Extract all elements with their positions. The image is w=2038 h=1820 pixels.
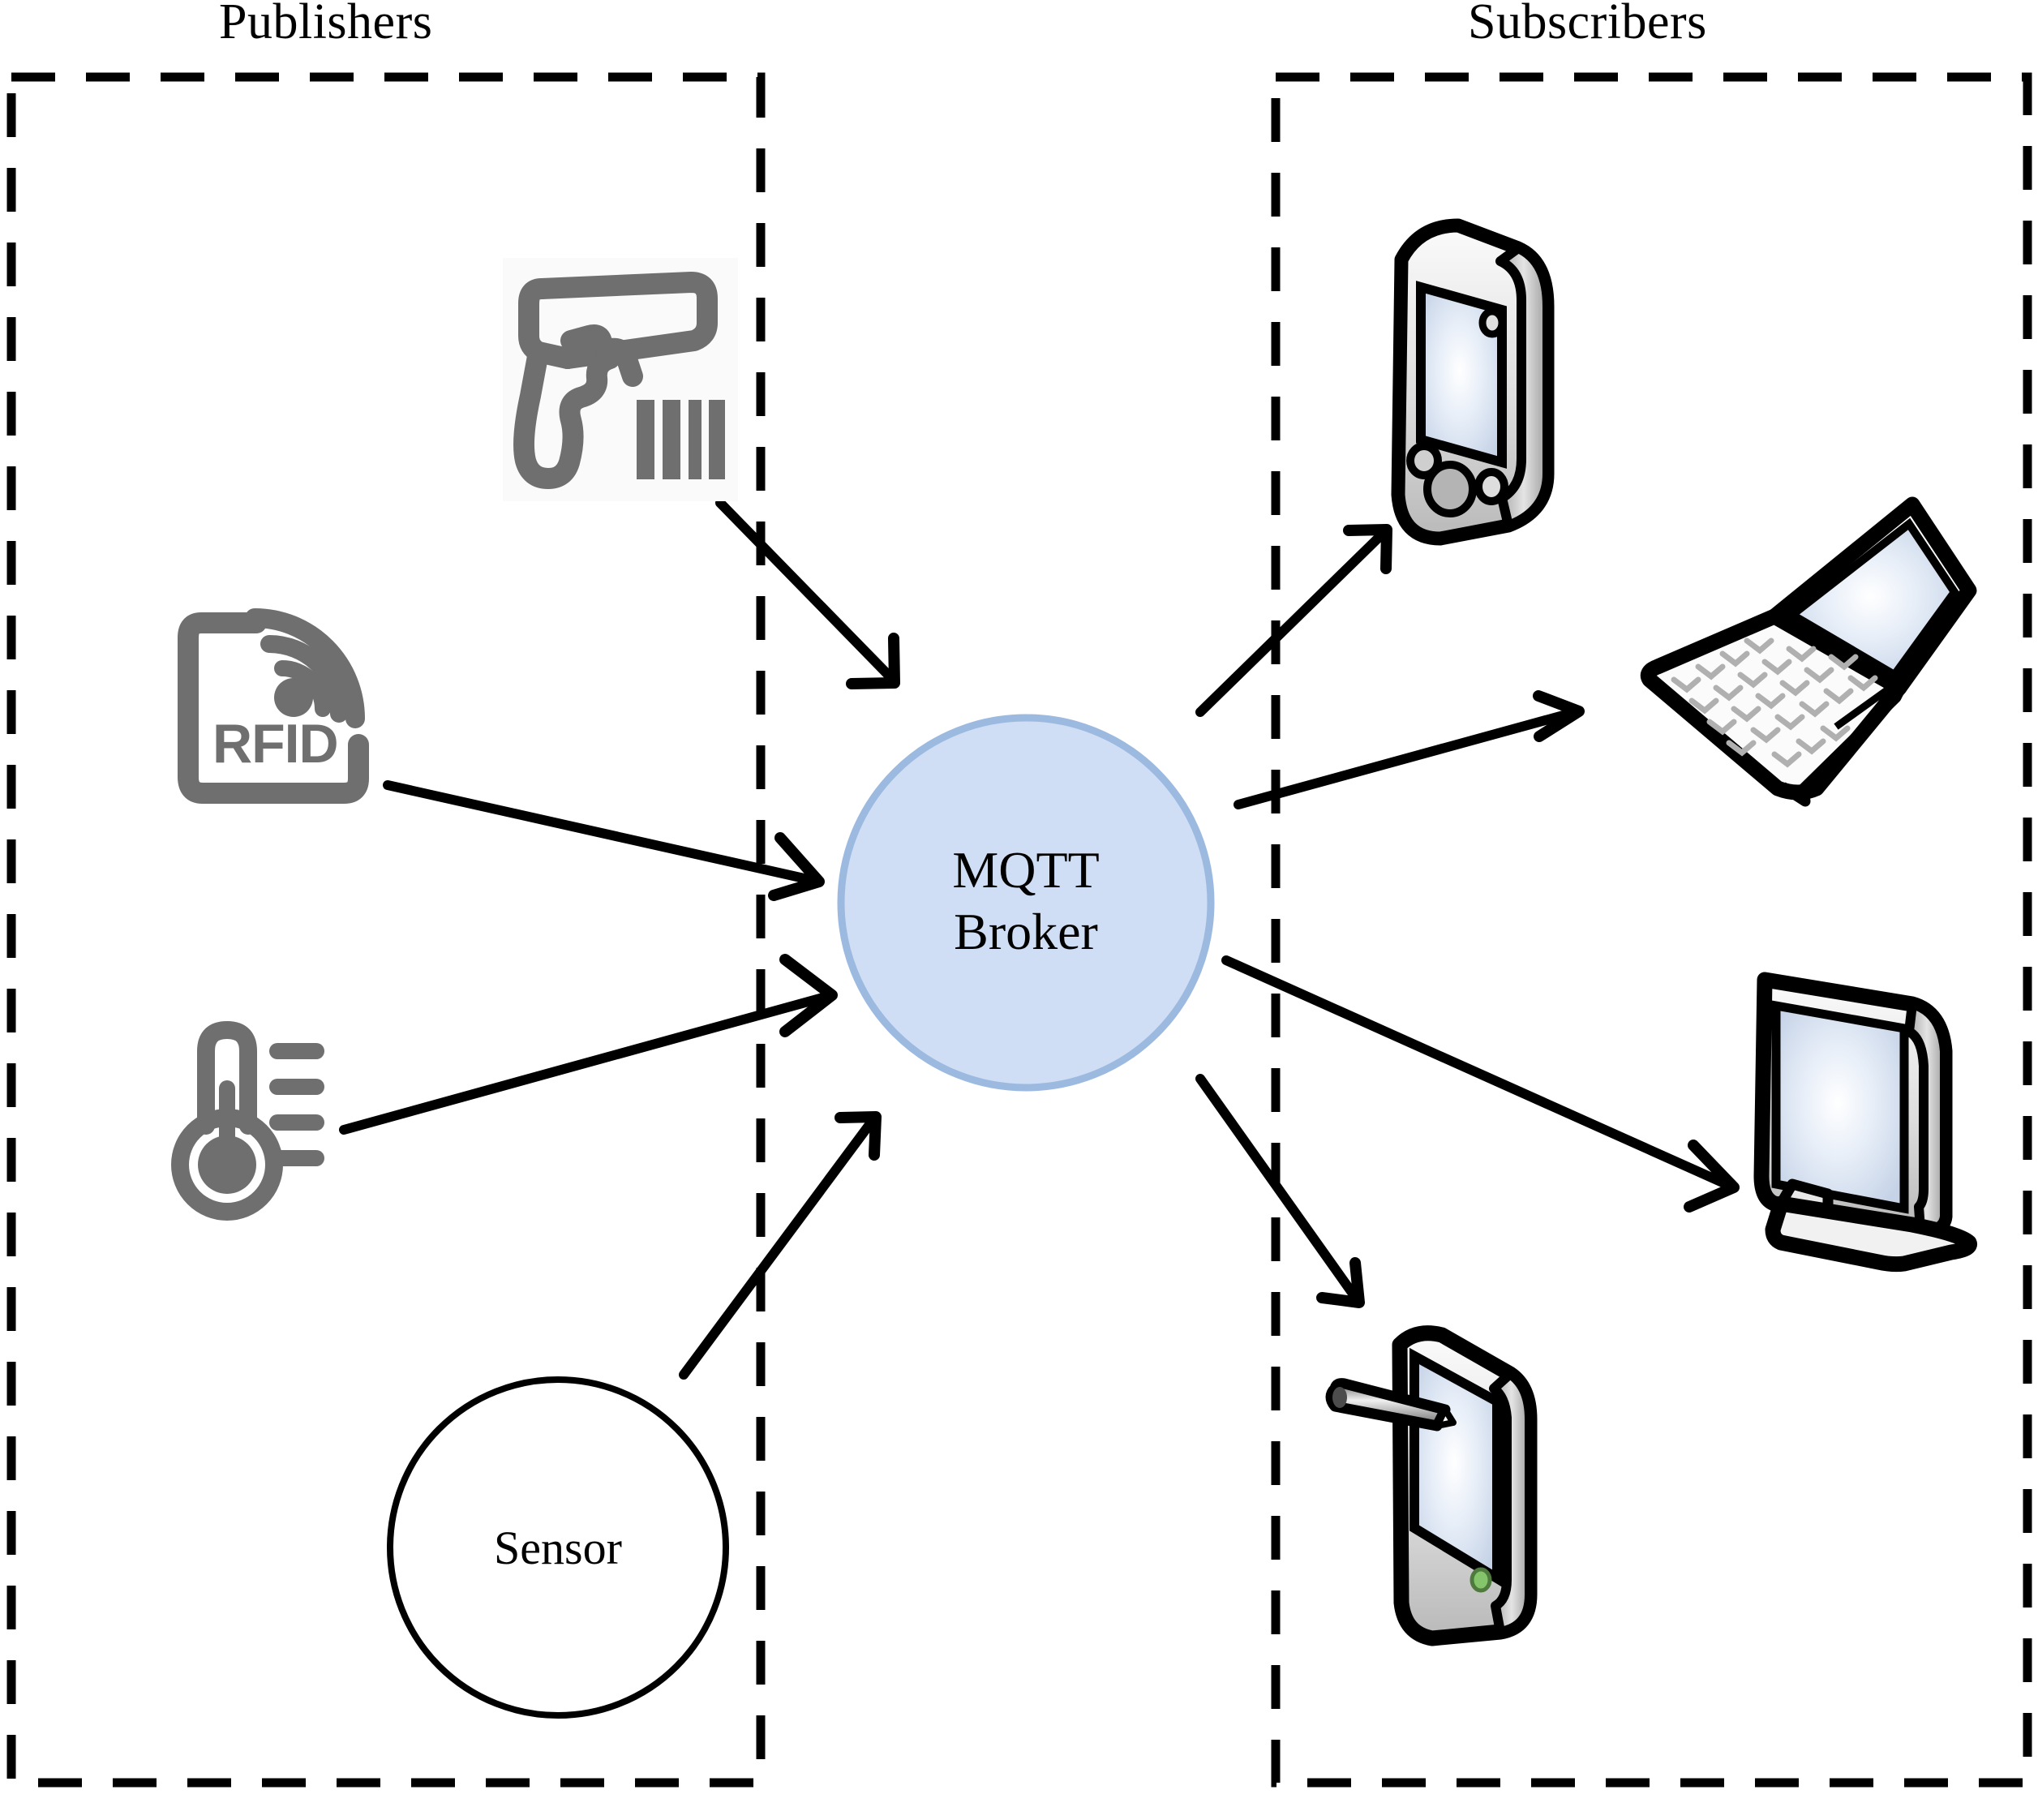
publishers-group-box <box>6 72 766 1788</box>
tablet-stylus-icon <box>1325 1325 1538 1646</box>
mqtt-broker-circle <box>837 714 1215 1092</box>
broker-label-line1: MQTT <box>952 841 1100 899</box>
arrow-sensor-to-broker <box>679 1111 882 1380</box>
thermometer-icon <box>171 1020 324 1221</box>
publishers-group-label: Publishers <box>219 0 433 49</box>
laptop-icon <box>1640 496 1977 807</box>
subscribers-group-box <box>1271 72 2032 1788</box>
arrow-broker-to-laptop <box>1234 690 1585 809</box>
sensor-label: Sensor <box>494 1522 622 1574</box>
pda-icon <box>1391 218 1555 546</box>
monitor-icon <box>1753 972 1977 1273</box>
arrow-thermometer-to-broker <box>339 954 838 1135</box>
rfid-icon: RFID <box>178 608 369 804</box>
flow-arrows <box>339 498 1740 1380</box>
arrow-broker-to-tablet <box>1195 1074 1365 1308</box>
sensor-circle <box>387 1376 729 1719</box>
broker-label-line2: Broker <box>954 902 1098 960</box>
subscribers-group-label: Subscribers <box>1468 0 1707 49</box>
stylus-icon <box>1325 1378 1457 1432</box>
arrow-rfid-to-broker <box>383 780 825 901</box>
barcode-scanner-icon <box>503 258 738 501</box>
arrow-broker-to-pda <box>1195 524 1392 717</box>
arrow-barcode-to-broker <box>715 498 900 689</box>
arrow-broker-to-monitor <box>1221 955 1740 1213</box>
broker-label: MQTT Broker <box>880 839 1172 962</box>
svg-text:RFID: RFID <box>212 713 338 775</box>
